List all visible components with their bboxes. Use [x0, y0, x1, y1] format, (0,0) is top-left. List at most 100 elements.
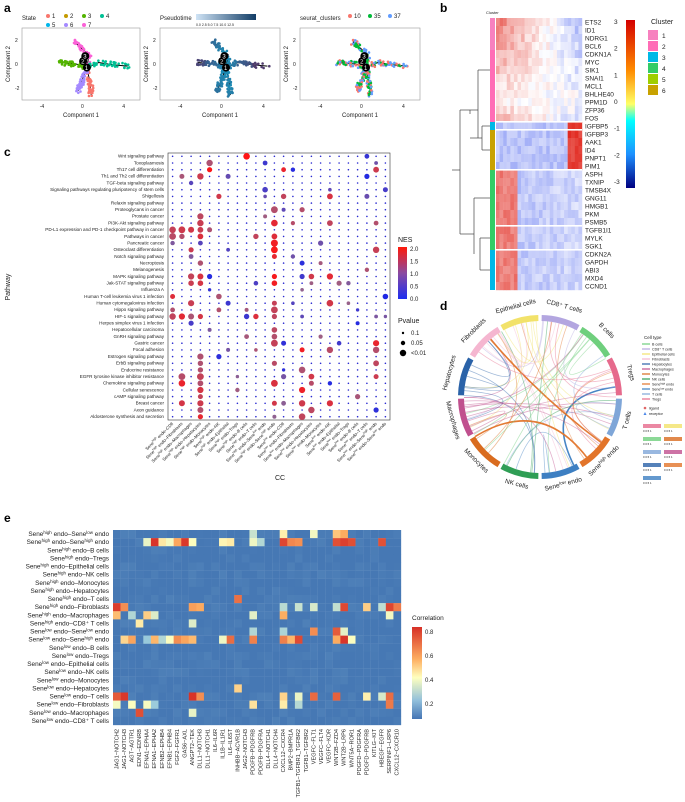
- heatmap-cell: [510, 194, 515, 203]
- heatmap-cell: [234, 570, 242, 579]
- dot: [301, 242, 303, 244]
- gene-label: CDKN1A: [585, 51, 612, 58]
- heatmap-cell: [578, 106, 583, 115]
- heatmap-cell: [181, 570, 189, 579]
- dot: [271, 313, 277, 320]
- dot: [190, 295, 192, 298]
- dot: [310, 302, 313, 305]
- dot: [190, 195, 192, 198]
- heatmap-cell: [332, 554, 341, 563]
- cell-point: [91, 84, 95, 87]
- heatmap-cell: [539, 170, 543, 179]
- dot: [225, 173, 231, 179]
- heatmap-cell: [188, 538, 197, 547]
- dot: [255, 255, 257, 258]
- cell-point: [351, 38, 355, 42]
- heatmap-cell: [513, 66, 518, 75]
- heatmap-cell: [574, 114, 579, 123]
- cell-point: [220, 71, 224, 75]
- dot: [310, 188, 313, 191]
- heatmap-cell: [385, 530, 394, 539]
- heatmap-cell: [287, 660, 296, 669]
- heatmap-cell: [531, 130, 536, 139]
- heatmap-cell: [332, 611, 341, 620]
- heatmap-cell: [279, 651, 288, 661]
- heatmap-cell: [513, 162, 518, 171]
- dot: [356, 269, 359, 271]
- heatmap-cell: [506, 66, 511, 75]
- heatmap-cell: [257, 700, 265, 709]
- heatmap-cell: [287, 700, 296, 709]
- x-axis-label: Component 1: [63, 113, 100, 119]
- heatmap-cell: [546, 202, 550, 211]
- heatmap-cell: [535, 130, 540, 139]
- heatmap-cell: [196, 627, 205, 636]
- heatmap-cell: [521, 210, 525, 219]
- heatmap-cell: [135, 611, 144, 620]
- heatmap-cell: [347, 538, 356, 547]
- cell-point: [371, 64, 375, 67]
- heatmap-cell: [226, 660, 235, 669]
- heatmap-cell: [257, 595, 265, 604]
- row-label: Senehigh endo–T cells: [48, 595, 109, 604]
- heatmap-cell: [510, 226, 515, 235]
- heatmap-cell: [128, 700, 136, 709]
- heatmap-cell: [302, 554, 311, 563]
- heatmap-cell: [135, 627, 144, 636]
- mini-colorscale: [664, 437, 682, 441]
- dot: [338, 262, 340, 264]
- dot: [356, 375, 359, 378]
- legend-label: 4: [106, 14, 110, 20]
- dot: [301, 195, 303, 198]
- heatmap-cell: [549, 210, 554, 219]
- heatmap-cell: [166, 651, 174, 661]
- dot: [227, 208, 229, 211]
- dot: [171, 215, 174, 218]
- heatmap-cell: [517, 18, 522, 27]
- heatmap-cell: [272, 651, 280, 661]
- heatmap-cell: [150, 546, 159, 555]
- cell-point: [213, 41, 217, 44]
- heatmap-cell: [531, 170, 536, 179]
- branch-node: [82, 63, 91, 72]
- heatmap-cell: [513, 138, 518, 147]
- dot: [208, 175, 211, 178]
- mini-colorscale-ticks: 0 0.5 1: [664, 455, 673, 459]
- heatmap-cell: [363, 716, 371, 726]
- heatmap-cell: [113, 611, 121, 620]
- heatmap-cell: [173, 554, 182, 563]
- branch-node-label: 1: [364, 66, 368, 72]
- dot: [319, 415, 322, 418]
- heatmap-cell: [528, 26, 533, 35]
- heatmap-cell: [219, 643, 227, 653]
- dot: [301, 282, 303, 285]
- dot: [255, 335, 257, 338]
- heatmap-cell: [332, 538, 341, 547]
- heatmap-cell: [553, 98, 558, 107]
- branch-node-label: 2: [81, 60, 85, 66]
- dot: [190, 168, 192, 171]
- dot: [319, 402, 322, 405]
- heatmap-cell: [503, 122, 507, 131]
- heatmap-cell: [211, 668, 220, 677]
- heatmap-cell: [524, 282, 529, 291]
- dot: [171, 389, 174, 391]
- chord-link: [572, 370, 612, 442]
- dot: [181, 289, 183, 291]
- heatmap-cell: [264, 716, 273, 726]
- heatmap-cell: [549, 98, 554, 107]
- heatmap-cell: [211, 635, 220, 644]
- heatmap-cell: [294, 554, 303, 563]
- heatmap-cell: [347, 546, 356, 555]
- dot: [347, 349, 350, 351]
- dot: [264, 402, 266, 405]
- column-label: EFNB1−EPHB4: [167, 729, 173, 769]
- heatmap-cell: [574, 202, 579, 211]
- dot: [338, 382, 340, 385]
- dot: [355, 308, 360, 312]
- legend-swatch: [82, 14, 86, 18]
- heatmap-cell: [257, 530, 265, 539]
- heatmap-cell: [287, 530, 296, 539]
- cell-point: [73, 63, 77, 67]
- heatmap-cell: [513, 258, 518, 267]
